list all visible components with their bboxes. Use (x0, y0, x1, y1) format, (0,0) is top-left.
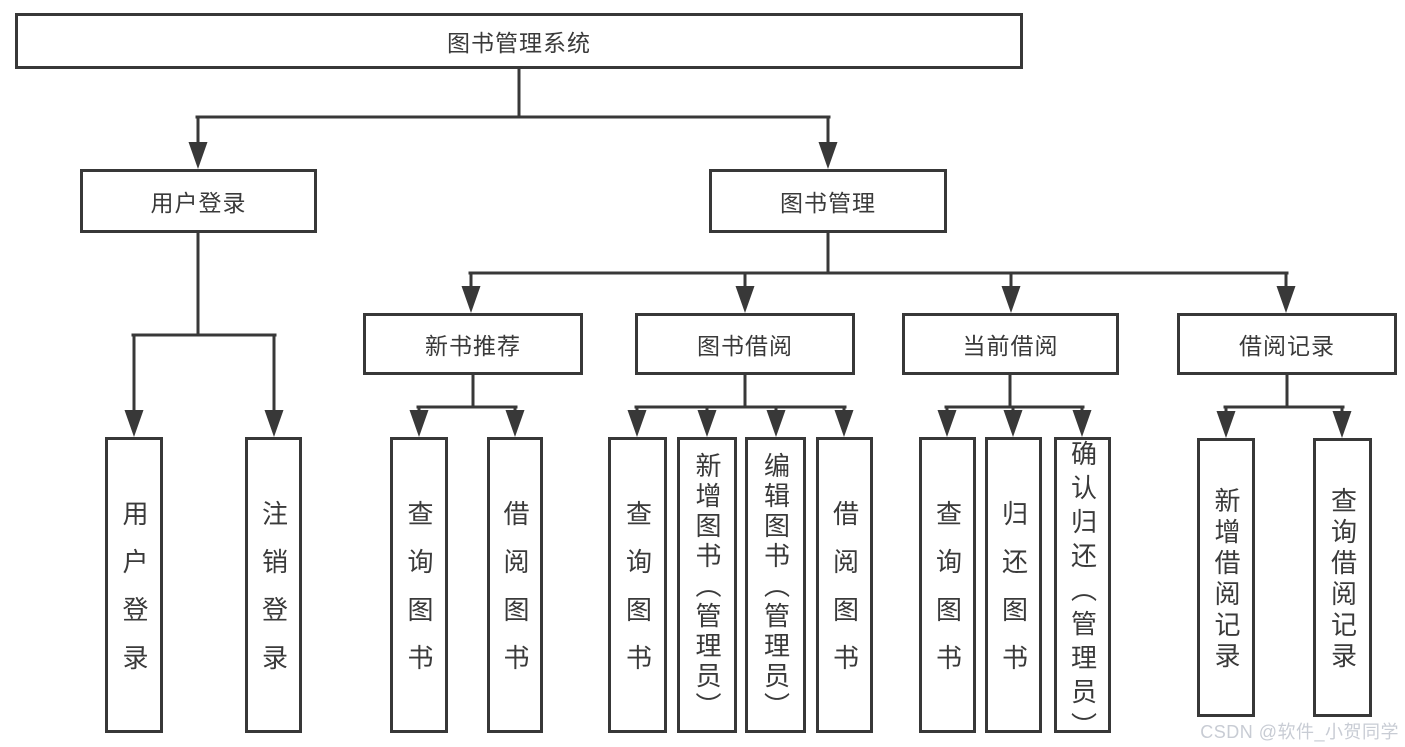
leaf-label: 注销登录 (258, 500, 289, 692)
leaf-edit-book-admin: 编辑图书（管理员） (745, 437, 806, 733)
leaf-label: 借阅图书 (500, 500, 530, 692)
node-root: 图书管理系统 (15, 13, 1023, 69)
leaf-label: 确认归还（管理员） (1067, 440, 1098, 746)
node-book-borrow: 图书借阅 (635, 313, 855, 375)
leaf-add-book-admin: 新增图书（管理员） (677, 437, 737, 733)
leaf-query-books-borrow: 查询图书 (608, 437, 667, 733)
leaf-query-books-current: 查询图书 (919, 437, 976, 733)
node-new-book-recommend: 新书推荐 (363, 313, 583, 375)
leaf-label: 用户登录 (119, 500, 149, 692)
leaf-logout: 注销登录 (245, 437, 302, 733)
watermark: CSDN @软件_小贺同学 (1200, 722, 1399, 742)
leaf-confirm-return-admin: 确认归还（管理员） (1054, 437, 1111, 746)
leaf-label: 查询图书 (622, 500, 653, 692)
node-book-management: 图书管理 (709, 169, 947, 233)
leaf-label: 新增图书（管理员） (692, 452, 722, 722)
leaf-label: 查询图书 (932, 500, 963, 692)
leaf-add-borrow-record: 新增借阅记录 (1197, 438, 1255, 717)
leaf-borrow-books-borrow: 借阅图书 (816, 437, 873, 733)
leaf-label: 编辑图书（管理员） (760, 452, 791, 722)
leaf-label: 新增借阅记录 (1211, 487, 1241, 673)
leaf-label: 查询借阅记录 (1327, 487, 1358, 673)
leaf-label: 查询图书 (404, 500, 434, 692)
leaf-return-books: 归还图书 (985, 437, 1042, 733)
leaf-user-login-action: 用户登录 (105, 437, 163, 733)
leaf-query-books-recommend: 查询图书 (390, 437, 448, 733)
leaf-label: 归还图书 (998, 500, 1029, 692)
leaf-borrow-books-recommend: 借阅图书 (487, 437, 543, 733)
leaf-label: 借阅图书 (829, 500, 860, 692)
node-borrow-records: 借阅记录 (1177, 313, 1397, 375)
node-current-borrow: 当前借阅 (902, 313, 1119, 375)
leaf-query-borrow-record: 查询借阅记录 (1313, 438, 1372, 717)
node-user-login: 用户登录 (80, 169, 317, 233)
